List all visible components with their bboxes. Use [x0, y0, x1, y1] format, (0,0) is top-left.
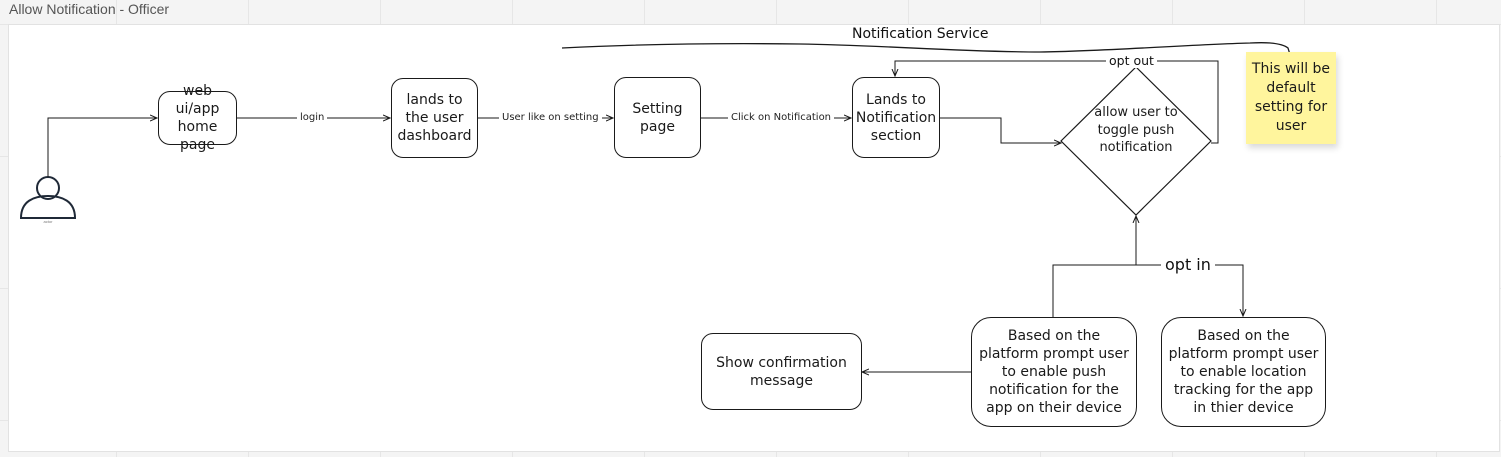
node-location-prompt[interactable]: Based on the platform prompt user to ena…: [1161, 317, 1326, 427]
notification-service-title: Notification Service: [852, 26, 989, 42]
node-push-prompt[interactable]: Based on the platform prompt user to ena…: [971, 317, 1137, 427]
edge-opt-in-up: [1052, 216, 1136, 317]
edge-label-click-notification: Click on Notification: [728, 111, 835, 124]
edge-label-opt-out: opt out: [1106, 53, 1157, 68]
user-actor-icon: [19, 176, 77, 219]
toggle-decision-label: allow user to toggle push notification: [1094, 105, 1178, 155]
edge-section-toggle: [940, 117, 1061, 143]
node-user-dashboard[interactable]: lands to the user dashboard: [391, 78, 478, 158]
default-setting-sticky-note[interactable]: This will be default setting for user: [1246, 52, 1336, 144]
actor-label: actor: [43, 219, 53, 224]
edge-actor-home: [47, 118, 157, 177]
service-bracket-line: [561, 42, 1292, 59]
node-setting-page[interactable]: Setting page: [614, 77, 701, 158]
edge-label-login: login: [297, 111, 328, 124]
edge-label-opt-in: opt in: [1161, 255, 1215, 274]
edge-opt-out: [895, 60, 1219, 144]
node-notification-section[interactable]: Lands to Notification section: [852, 77, 940, 158]
node-home-page[interactable]: web ui/app home page: [158, 83, 237, 153]
frame-title[interactable]: Allow Notification - Officer: [9, 1, 170, 17]
node-confirmation-message[interactable]: Show confirmation message: [701, 333, 862, 410]
edge-label-user-like-setting: User like on setting: [499, 111, 602, 124]
